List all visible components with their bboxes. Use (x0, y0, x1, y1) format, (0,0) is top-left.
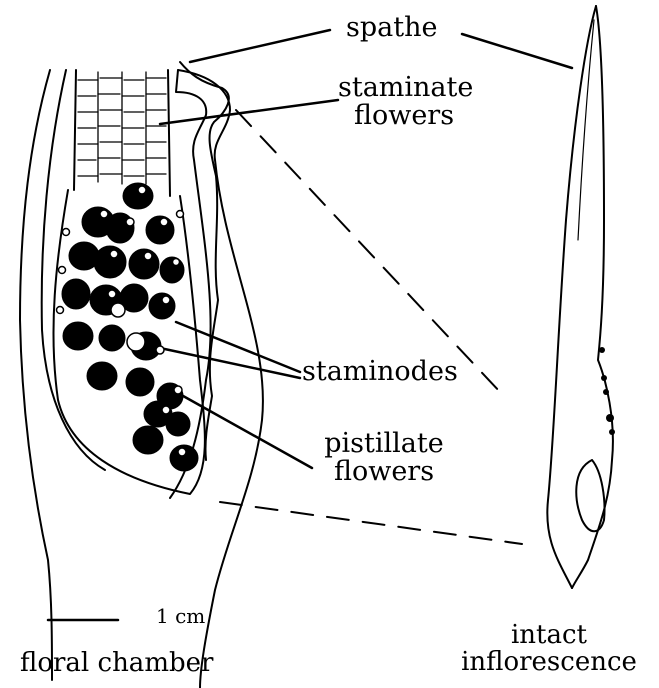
intact-flower-mark (603, 389, 609, 395)
staminate-cells (78, 72, 166, 184)
dashed-upper (236, 110, 500, 392)
spathe-leader (190, 30, 330, 62)
pistillate-flower (149, 293, 175, 319)
staminode (156, 346, 164, 354)
staminode (126, 218, 134, 226)
intact-flower-mark (606, 414, 614, 422)
spadix-upper-left (74, 70, 76, 190)
spathe-leader-right (462, 34, 572, 68)
label-intact-line1: intact (444, 622, 654, 649)
intact-flower-mark (599, 347, 605, 353)
staminode (110, 250, 118, 258)
spathe-wall-outer (178, 70, 263, 688)
spadix-upper-right (168, 70, 170, 196)
pistillate-flower (94, 246, 126, 278)
staminode (127, 333, 145, 351)
label-staminate-line2: flowers (338, 102, 470, 130)
pistillate-flower (99, 325, 125, 351)
staminate-leader (160, 100, 338, 124)
staminode (178, 448, 186, 456)
intact-left-edge (547, 6, 596, 588)
staminode (162, 296, 170, 304)
pistillate-flower (126, 368, 154, 396)
staminode (144, 252, 152, 260)
intact-flower-mark (609, 429, 615, 435)
staminode (63, 229, 70, 236)
label-spathe: spathe (346, 14, 437, 42)
staminode (173, 259, 180, 266)
staminode (162, 406, 170, 414)
staminode (100, 210, 108, 218)
pistillate-flower (166, 412, 190, 436)
intact-flower-mark (601, 375, 607, 381)
label-staminodes: staminodes (302, 358, 458, 386)
staminode (160, 218, 168, 226)
intact-right-edge (572, 6, 613, 588)
staminode (59, 267, 66, 274)
label-intact-inflorescence: intact inflorescence (444, 622, 654, 677)
pistillate-flower (62, 279, 90, 309)
label-intact-line2: inflorescence (444, 649, 654, 676)
label-pistillate-flowers: pistillate flowers (318, 430, 450, 487)
staminode (177, 211, 184, 218)
label-pistillate-line2: flowers (318, 458, 450, 486)
staminode (138, 186, 146, 194)
staminode (111, 303, 125, 317)
dashed-lower (220, 502, 522, 544)
staminode (108, 290, 116, 298)
label-staminate-line1: staminate (338, 74, 470, 102)
pistillate-flower (133, 426, 163, 454)
spathe-wavy-line (180, 62, 229, 460)
label-floral-chamber: floral chamber (20, 650, 213, 677)
pistillate-flower (123, 183, 153, 209)
staminode (174, 386, 182, 394)
label-staminate-flowers: staminate flowers (338, 74, 470, 131)
scale-bar-label: 1 cm (156, 606, 205, 627)
pistillate-flower (87, 362, 117, 390)
label-pistillate-line1: pistillate (318, 430, 450, 458)
staminode (57, 307, 64, 314)
pistillate-flower (63, 322, 93, 350)
chamber-inner-left (42, 70, 105, 470)
